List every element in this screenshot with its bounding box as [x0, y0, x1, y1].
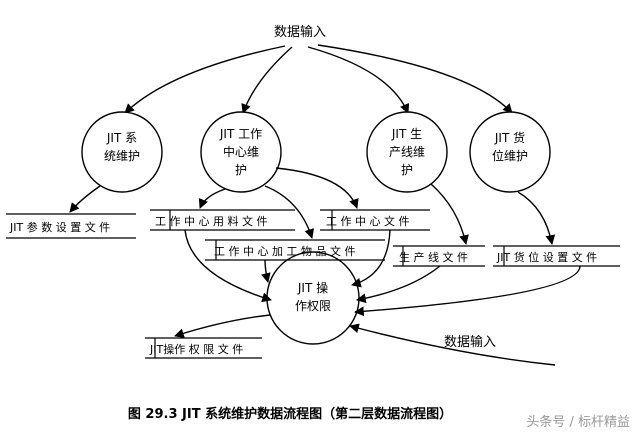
store-work-center-material-file: 工 作 中 心 用 料 文 件	[150, 209, 295, 231]
process-jit-production-line-maintenance: JIT 生 产线维 护	[366, 111, 448, 193]
store-production-line-file: 生 产 线 文 件	[393, 245, 485, 267]
input-arrows	[124, 44, 513, 114]
store-jit-operation-permission-file: JIT操作 权 限 文 件	[145, 337, 262, 359]
store-label: 生 产 线 文 件	[399, 250, 468, 264]
process-label-line: JIT 货	[494, 130, 525, 145]
watermark-text: 头条号 / 标杆精益	[526, 414, 630, 430]
process-label-line: 作权限	[295, 299, 331, 313]
store-label: JIT 参 数 设 置 文 件	[9, 220, 110, 234]
process-label-line: 产线维	[389, 145, 425, 159]
process-label-line: 护	[401, 163, 413, 177]
store-label: JIT操作 权 限 文 件	[149, 342, 243, 356]
store-jit-slot-settings-file: JIT 货 位 设 置 文 件	[493, 245, 620, 267]
store-label: 工 作 中 心 用 料 文 件	[155, 214, 267, 228]
bottom-input-label: 数据输入	[444, 334, 496, 350]
store-work-center-processed-items-file: 工 作 中 心 加 工 物 品 文 件	[205, 239, 385, 261]
process-jit-system-maintenance: JIT 系 统维护	[81, 111, 163, 193]
store-jit-parameter-settings-file: JIT 参 数 设 置 文 件	[6, 213, 136, 239]
process-label-line: JIT 生	[391, 127, 422, 141]
process-label-line: 中心维	[223, 144, 259, 159]
store-work-center-file: 工 作 中 心 文 件	[320, 209, 430, 231]
top-input-label: 数据输入	[274, 24, 326, 40]
process-label-line: JIT 系	[106, 131, 137, 145]
store-label: 工 作 中 心 加 工 物 品 文 件	[214, 244, 355, 258]
process-label-line: JIT 工作	[219, 127, 262, 141]
process-jit-operation-permission: JIT 操 作权限	[266, 251, 360, 345]
process-jit-work-center-maintenance: JIT 工作 中心维 护	[200, 111, 282, 193]
process-label-line: 位维护	[492, 148, 528, 163]
process-label-line: JIT 操	[297, 280, 328, 295]
process-label-line: 统维护	[104, 149, 140, 163]
process-label-line: 护	[235, 163, 247, 177]
figure-caption: 图 29.3 JIT 系统维护数据流程图（第二层数据流程图）	[128, 406, 452, 422]
flow-arrows	[69, 167, 581, 366]
store-label: JIT 货 位 设 置 文 件	[496, 250, 597, 264]
store-label: 工 作 中 心 文 件	[326, 214, 409, 228]
process-jit-storage-slot-maintenance: JIT 货 位维护	[469, 111, 551, 193]
